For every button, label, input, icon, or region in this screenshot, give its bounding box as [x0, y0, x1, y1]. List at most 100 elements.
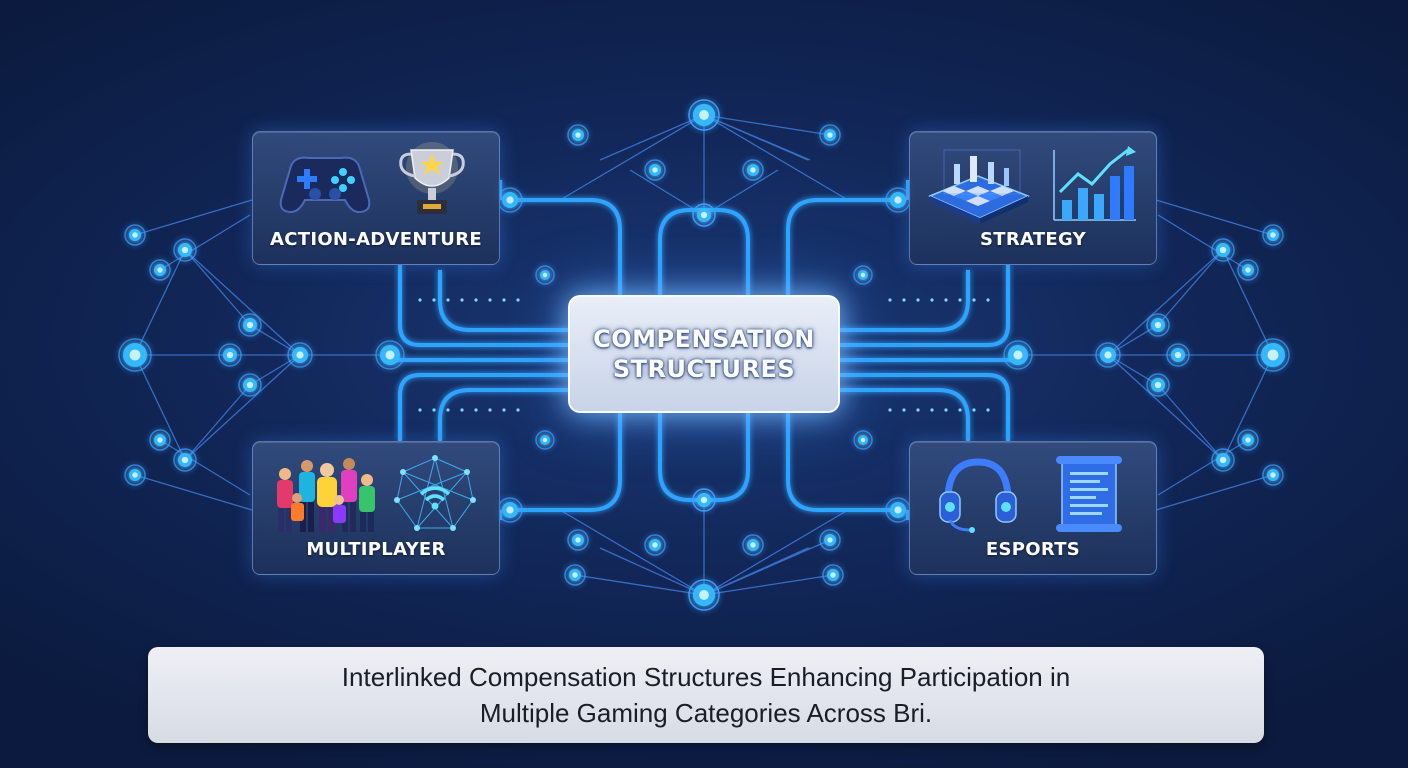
node-core — [1104, 351, 1112, 359]
trail-dot — [460, 298, 464, 302]
chessboard-icon — [924, 146, 1034, 228]
node-ring — [692, 203, 716, 227]
node-ring — [1146, 313, 1170, 337]
circuit-trace — [704, 413, 750, 502]
mesh-line — [703, 539, 831, 596]
mesh-line — [159, 214, 251, 271]
node-core — [860, 437, 866, 443]
mesh-line — [559, 509, 705, 596]
trail-dot — [944, 298, 948, 302]
node-ring — [1146, 373, 1170, 397]
node-ring — [567, 124, 589, 146]
headset-icon — [938, 454, 1018, 538]
node-core — [699, 590, 709, 600]
node-ring — [692, 488, 716, 512]
category-label: MULTIPLAYER — [306, 539, 446, 560]
node-core — [1174, 351, 1182, 359]
circuit-trace — [658, 208, 704, 295]
mesh-line — [629, 169, 705, 216]
node-ring — [644, 159, 666, 181]
node-core — [699, 110, 709, 120]
mesh-line — [249, 354, 301, 386]
node-ring — [1211, 238, 1235, 262]
category-card-esports: ESPORTS — [909, 441, 1157, 575]
trail-dot — [502, 298, 506, 302]
trail-dot — [902, 298, 906, 302]
node-ring — [535, 430, 555, 450]
circuit-trace — [840, 265, 1010, 347]
node-ring — [1211, 448, 1235, 472]
mesh-line — [599, 547, 705, 596]
trail-dot — [516, 408, 520, 412]
node-ring — [1262, 224, 1284, 246]
mesh-line — [703, 114, 831, 136]
mesh-line — [159, 439, 251, 496]
node-core — [827, 537, 833, 543]
node-ring — [819, 124, 841, 146]
caption-line1: Interlinked Compensation Structures Enha… — [341, 662, 1071, 692]
node-core — [1270, 472, 1276, 478]
node-core — [181, 246, 189, 254]
trail-dot — [958, 298, 962, 302]
trail-dot — [474, 408, 478, 412]
mesh-line — [1107, 354, 1224, 461]
node-ring — [822, 564, 844, 586]
mesh-line — [184, 354, 301, 461]
trail-dot — [986, 408, 990, 412]
category-card-action-adventure: ACTION-ADVENTURE — [252, 131, 500, 265]
circuit-trace — [510, 413, 622, 512]
trail-dot — [986, 298, 990, 302]
node-ring — [1095, 342, 1121, 368]
trail-dot — [432, 408, 436, 412]
center-title-line2: STRUCTURES — [612, 355, 796, 383]
bar-chart-icon — [1050, 144, 1140, 228]
node-core — [750, 167, 756, 173]
category-label: ACTION-ADVENTURE — [270, 229, 482, 250]
mesh-line — [1157, 384, 1224, 461]
node-ring — [375, 340, 405, 370]
trail-dot — [460, 408, 464, 412]
node-ring — [535, 265, 555, 285]
node-core — [750, 542, 756, 548]
node-ring — [742, 159, 764, 181]
node-ring — [1003, 340, 1033, 370]
mesh-line — [1157, 249, 1224, 326]
mesh-line — [134, 354, 186, 461]
node-core — [1270, 232, 1276, 238]
node-ring — [149, 259, 171, 281]
node-core — [246, 321, 254, 329]
node-ring — [1262, 464, 1284, 486]
trail-dot — [474, 298, 478, 302]
trophy-icon — [397, 140, 467, 228]
mesh-line — [599, 114, 705, 161]
mesh-line — [703, 169, 779, 216]
node-ring — [173, 448, 197, 472]
category-label: STRATEGY — [979, 229, 1087, 250]
caption-banner: Interlinked Compensation Structures Enha… — [148, 647, 1264, 743]
node-core — [157, 267, 163, 273]
mesh-line — [1222, 249, 1274, 356]
node-core — [575, 132, 581, 138]
node-core — [1154, 381, 1162, 389]
center-hub-compensation-structures: COMPENSATION STRUCTURES — [568, 295, 840, 413]
node-ring — [644, 534, 666, 556]
node-core — [296, 351, 304, 359]
trail-dot — [972, 298, 976, 302]
trail-dot — [418, 298, 422, 302]
node-ring — [218, 343, 242, 367]
node-core — [700, 496, 708, 504]
node-core — [1219, 456, 1227, 464]
circuit-trace — [510, 198, 622, 295]
circuit-trace — [438, 388, 568, 441]
node-core — [700, 211, 708, 219]
mesh-line — [703, 574, 834, 596]
scroll-icon — [1050, 454, 1130, 538]
category-label: ESPORTS — [985, 539, 1081, 560]
node-core — [1245, 437, 1251, 443]
node-ring — [124, 464, 146, 486]
node-core — [894, 506, 902, 514]
node-core — [575, 537, 581, 543]
category-card-multiplayer: MULTIPLAYER — [252, 441, 500, 575]
node-ring — [853, 430, 873, 450]
